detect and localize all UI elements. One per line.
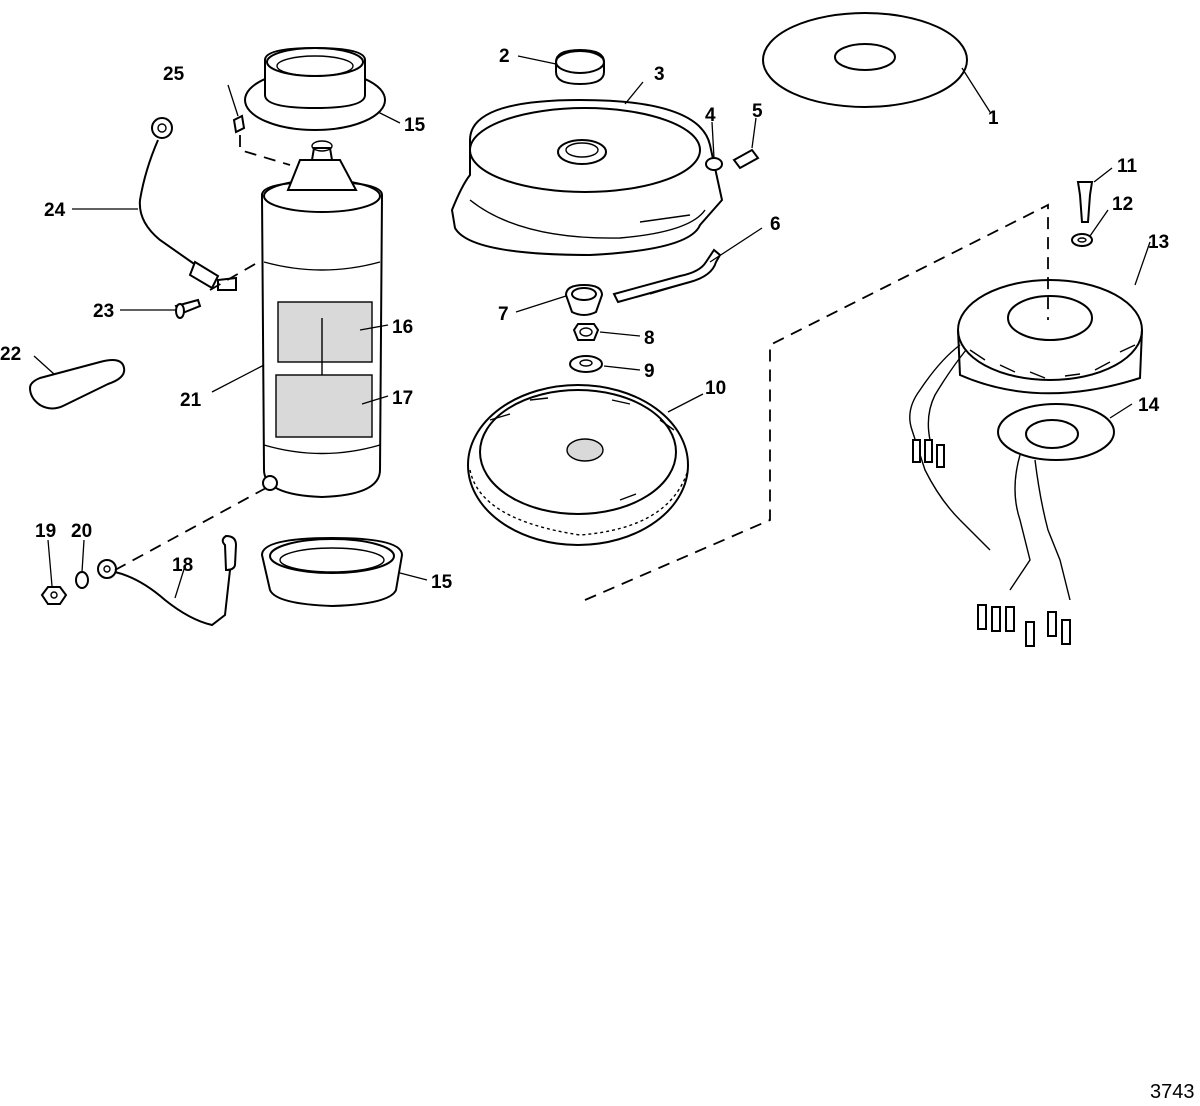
callout-22: 22 <box>0 344 21 365</box>
leader-lines <box>33 55 1151 599</box>
part-23-screw <box>174 298 202 319</box>
part-18-cable <box>97 534 238 627</box>
callout-4: 4 <box>705 105 716 126</box>
callout-13: 13 <box>1148 232 1169 253</box>
part-14-trigger <box>977 403 1115 647</box>
callout-15-bottom: 15 <box>431 572 453 593</box>
callout-25: 25 <box>163 64 185 85</box>
part-24-cable <box>138 117 237 291</box>
part-20-lock-washer <box>75 571 89 589</box>
callout-5: 5 <box>752 101 763 122</box>
part-12-washer <box>1071 233 1093 247</box>
callout-21: 21 <box>180 390 202 411</box>
callout-7: 7 <box>498 304 509 325</box>
callout-labels: 1 2 3 4 5 6 7 8 9 10 11 12 13 14 15 15 1… <box>0 46 1169 593</box>
callout-24: 24 <box>44 200 66 221</box>
callout-14: 14 <box>1138 395 1160 416</box>
callout-9: 9 <box>644 361 655 382</box>
callout-3: 3 <box>654 64 665 85</box>
part-15-top-ring <box>244 46 386 131</box>
part-17-label-panel <box>275 374 373 438</box>
callout-10: 10 <box>705 378 726 399</box>
callout-19: 19 <box>35 521 56 542</box>
figure-id-label: 3743 <box>1150 1081 1195 1103</box>
part-16-label-panel <box>277 301 373 390</box>
part-25-clip <box>232 114 246 134</box>
callout-11: 11 <box>1117 156 1138 177</box>
part-1-cover-disc <box>762 12 968 108</box>
part-7-bushing <box>564 283 604 316</box>
callout-23: 23 <box>93 301 114 322</box>
part-8-nut <box>572 323 600 341</box>
part-22-boot <box>28 359 126 410</box>
callout-16: 16 <box>392 317 413 338</box>
callout-20: 20 <box>71 521 92 542</box>
part-10-flywheel <box>467 384 689 546</box>
callout-15-top: 15 <box>404 115 426 136</box>
part-3-housing <box>450 98 724 257</box>
callout-1: 1 <box>988 108 999 129</box>
callout-17: 17 <box>392 388 413 409</box>
part-15-bottom-ring <box>260 536 404 608</box>
callout-8: 8 <box>644 328 655 349</box>
part-2-cap <box>555 48 605 86</box>
part-13-stator <box>909 279 1143 551</box>
part-4-washer <box>705 157 723 171</box>
callout-12: 12 <box>1112 194 1133 215</box>
alignment-lines <box>114 135 1049 601</box>
callout-6: 6 <box>770 214 781 235</box>
part-11-screw <box>1076 181 1094 223</box>
part-19-nut <box>40 586 68 605</box>
part-6-bracket <box>612 248 722 304</box>
part-9-washer <box>569 355 603 373</box>
callout-2: 2 <box>499 46 510 67</box>
part-5-screw <box>732 148 760 170</box>
callout-18: 18 <box>172 555 193 576</box>
